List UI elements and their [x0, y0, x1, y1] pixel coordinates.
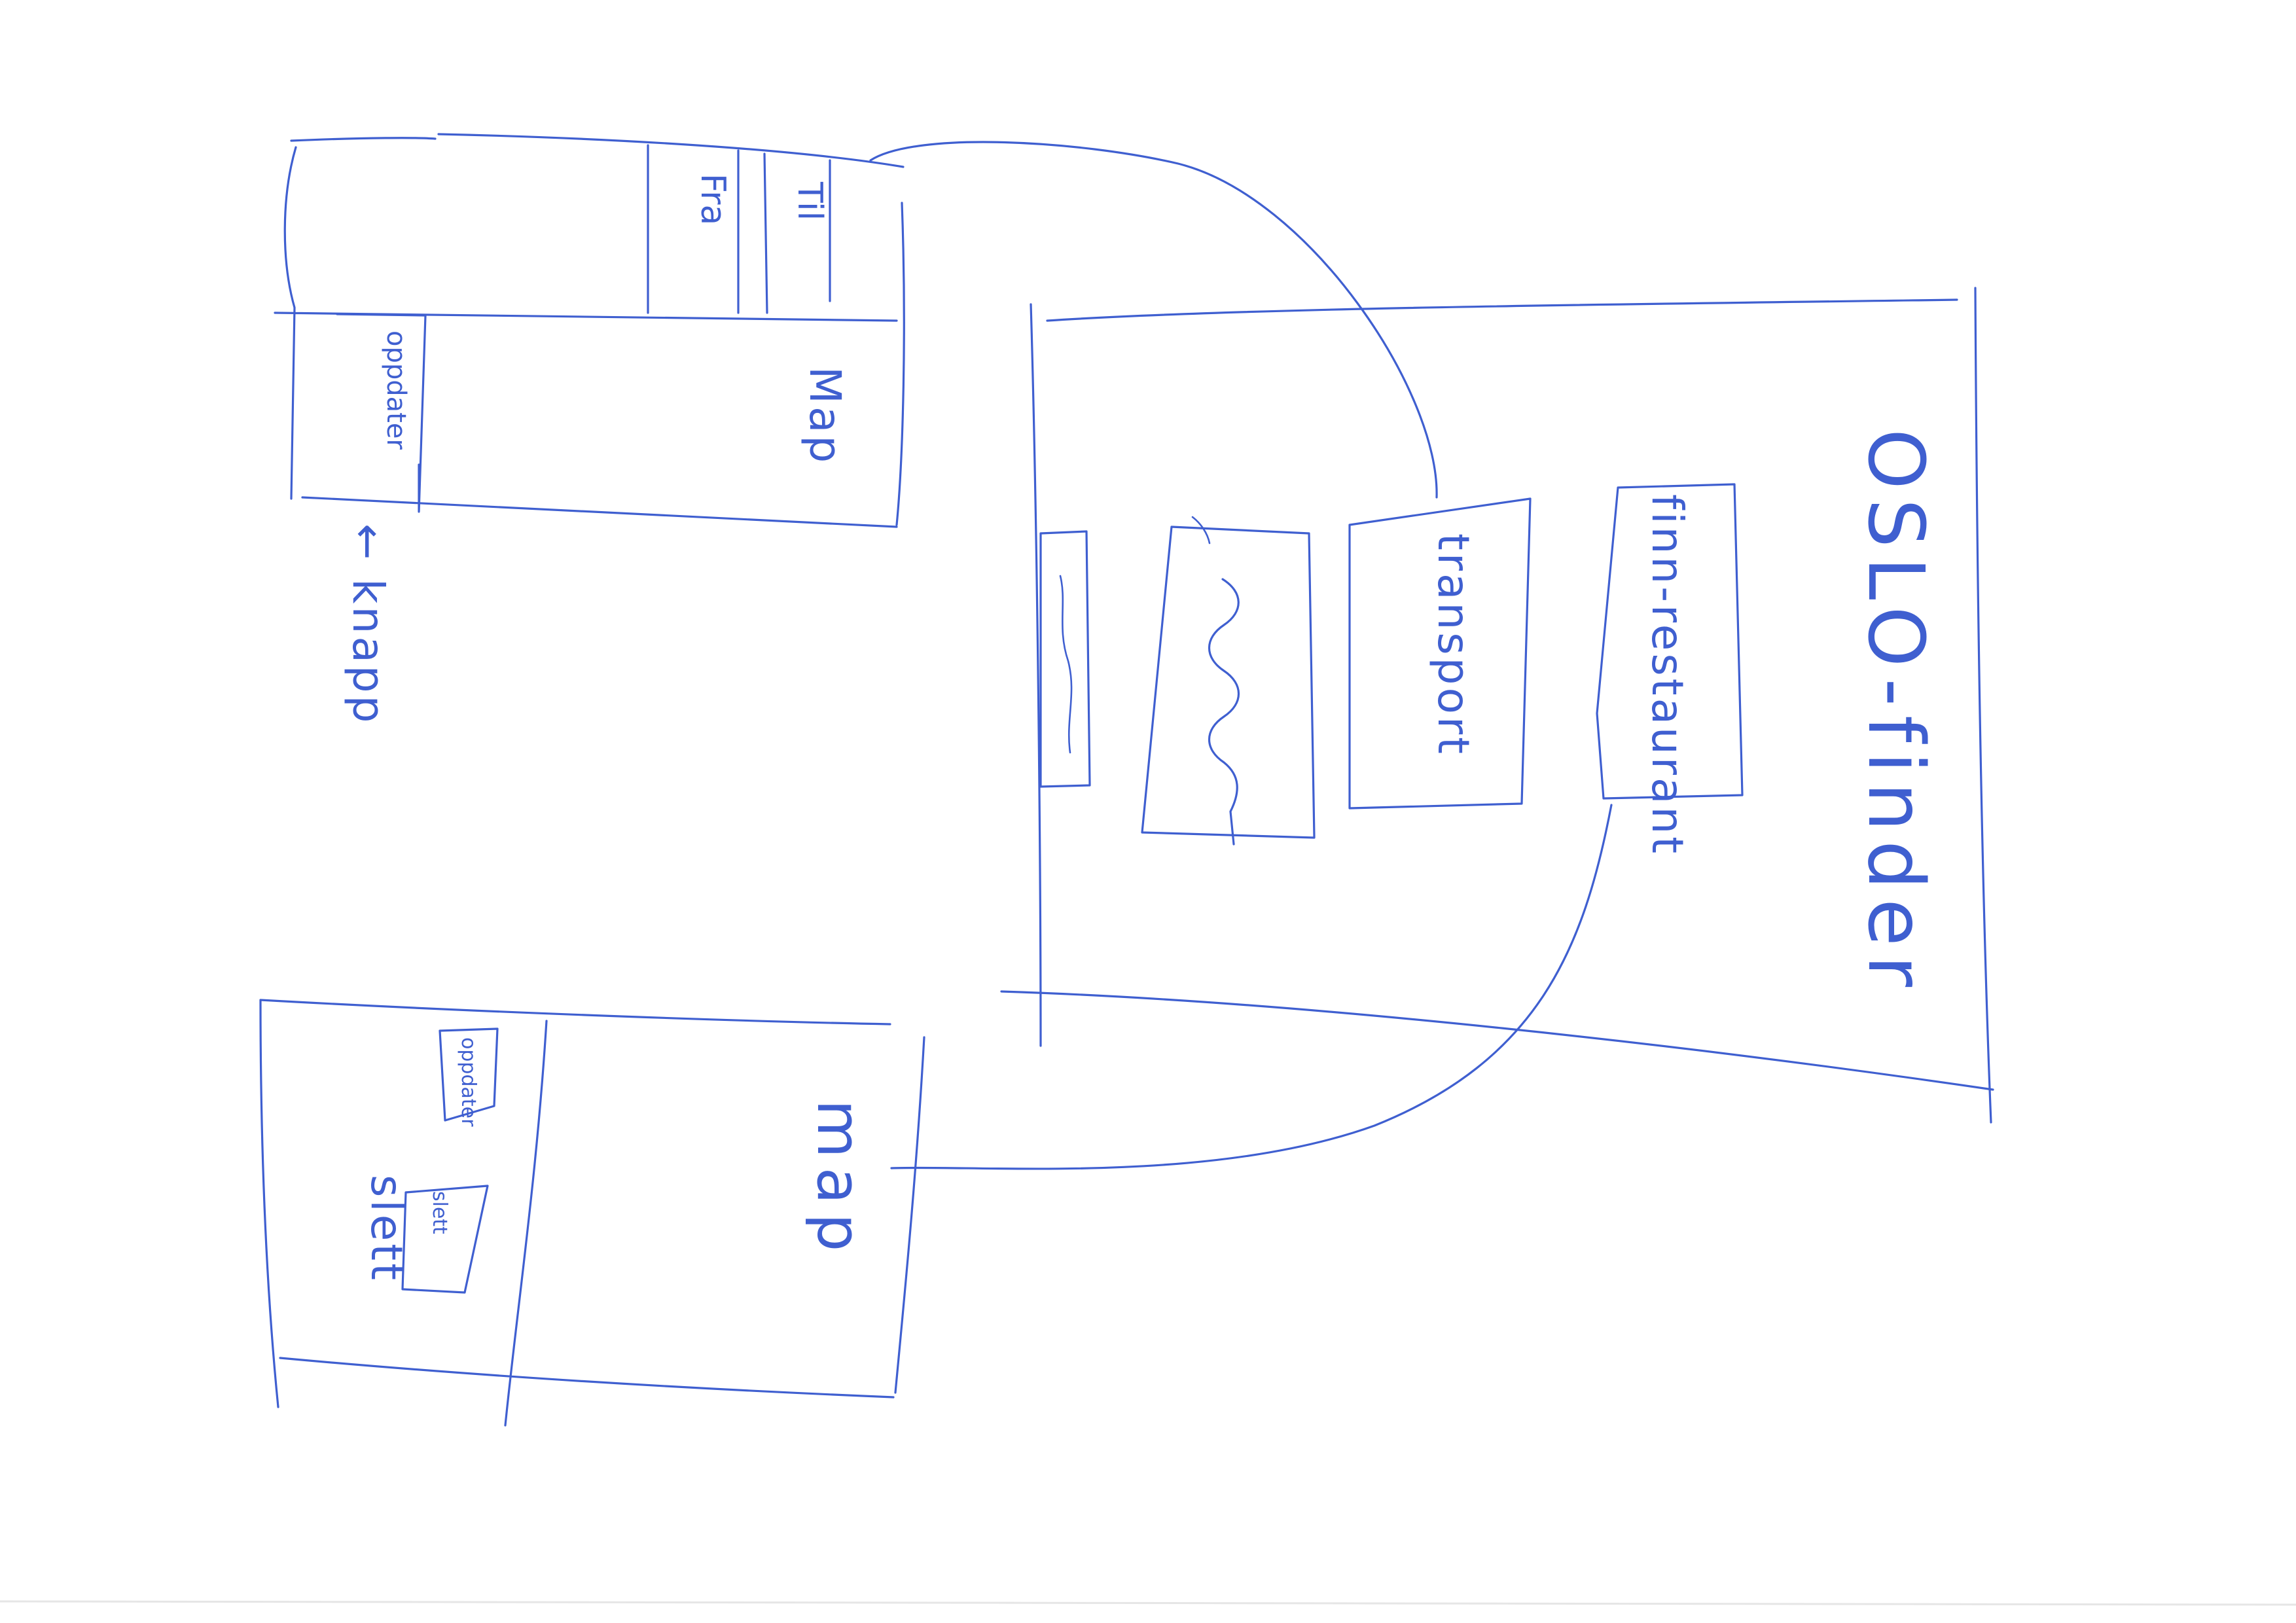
transport-screen: Til Fra Map oppdater ← knapp: [274, 133, 905, 726]
transport-update-button[interactable]: oppdater: [336, 313, 427, 513]
to-field[interactable]: [767, 156, 830, 306]
find-restaurant-button[interactable]: finn-restaurant: [1596, 483, 1744, 856]
find-restaurant-label: finn-restaurant: [1642, 494, 1693, 856]
delete-button[interactable]: slett: [401, 1185, 489, 1294]
app-title: OSLO-finder: [1851, 429, 1941, 996]
restaurant-update-label: oppdater: [457, 1037, 480, 1127]
restaurant-screen: map oppdater slett slett: [259, 999, 925, 1427]
transport-label: transport: [1428, 533, 1479, 757]
main-screen: OSLO-finder finn-restaurant transport: [1000, 287, 1994, 1124]
transport-update-label: oppdater: [381, 330, 411, 450]
transport-map-label: Map: [800, 366, 850, 465]
restaurant-map-label: map: [804, 1099, 874, 1260]
delete-annotation: slett: [361, 1175, 412, 1283]
button-annotation: ← knapp: [343, 524, 393, 726]
main-screen-outline: [1000, 287, 1994, 1124]
restaurant-screen-outline: [259, 999, 925, 1427]
placeholder-card-small: [1039, 530, 1091, 788]
transport-button[interactable]: transport: [1348, 497, 1532, 810]
delete-button-label: slett: [428, 1191, 451, 1234]
transport-screen-outline: [274, 133, 905, 528]
from-field-label: Fra: [693, 173, 732, 225]
restaurant-update-button[interactable]: oppdater: [439, 1027, 499, 1127]
restaurant-connector: [890, 804, 1613, 1170]
to-field-label: Til: [790, 181, 829, 221]
transport-connector: [869, 141, 1438, 499]
placeholder-card-large: [1141, 516, 1316, 846]
